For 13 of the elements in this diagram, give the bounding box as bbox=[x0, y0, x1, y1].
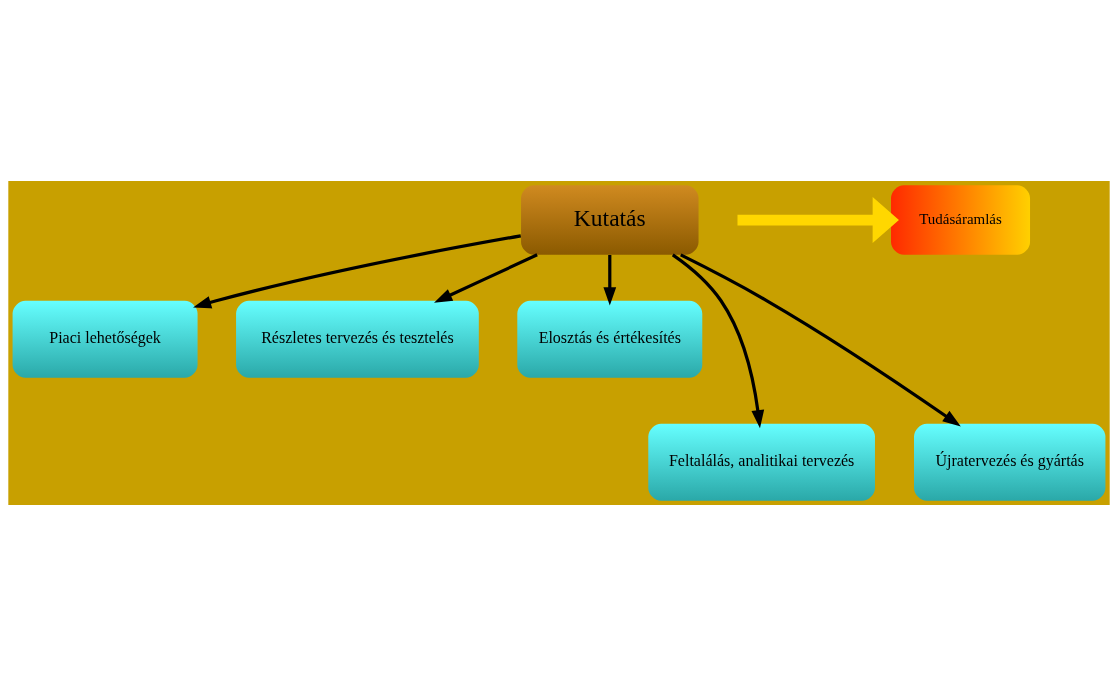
node-box: Újratervezés és gyártás bbox=[914, 423, 1106, 501]
arrow bbox=[671, 253, 765, 429]
arrow bbox=[193, 234, 522, 309]
node-box: Kutatás bbox=[521, 185, 699, 255]
arrow bbox=[603, 254, 617, 306]
node-box: Részletes tervezés és tesztelés bbox=[236, 300, 479, 378]
arrow bbox=[434, 253, 538, 303]
node-box: Feltalálás, analitikai tervezés bbox=[648, 423, 875, 501]
arrow bbox=[737, 197, 899, 244]
node-box: Piaci lehetőségek bbox=[12, 300, 198, 378]
arrow bbox=[680, 253, 961, 427]
node-box: Tudásáramlás bbox=[891, 185, 1031, 255]
node-box: Elosztás és értékesítés bbox=[517, 300, 703, 378]
